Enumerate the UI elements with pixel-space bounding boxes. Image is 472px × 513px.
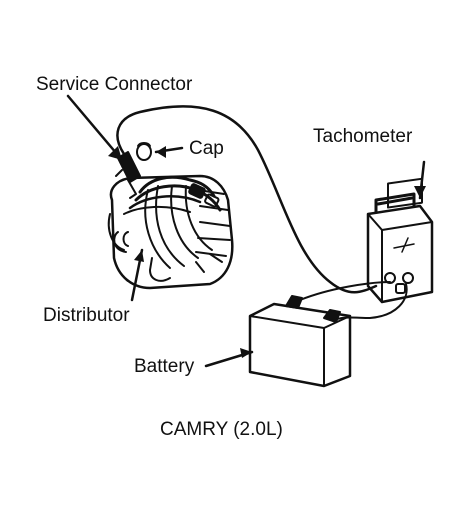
cap-label: Cap	[189, 138, 224, 159]
tachometer-label: Tachometer	[313, 126, 413, 147]
distributor-illustration	[107, 174, 234, 290]
service-connector-illustration	[115, 151, 141, 199]
battery-label: Battery	[134, 356, 195, 377]
battery-illustration	[248, 295, 352, 388]
diagram-caption: CAMRY (2.0L)	[160, 419, 283, 440]
tachometer-illustration	[366, 177, 434, 304]
distributor-label: Distributor	[43, 305, 130, 326]
battery-lead-wire	[299, 281, 391, 301]
leader-arrows	[66, 94, 426, 368]
service-connector-label: Service Connector	[36, 74, 193, 95]
battery-lead-wire-2	[333, 283, 408, 321]
cap-illustration	[136, 142, 152, 161]
tachometer-lead-wire	[116, 105, 378, 294]
